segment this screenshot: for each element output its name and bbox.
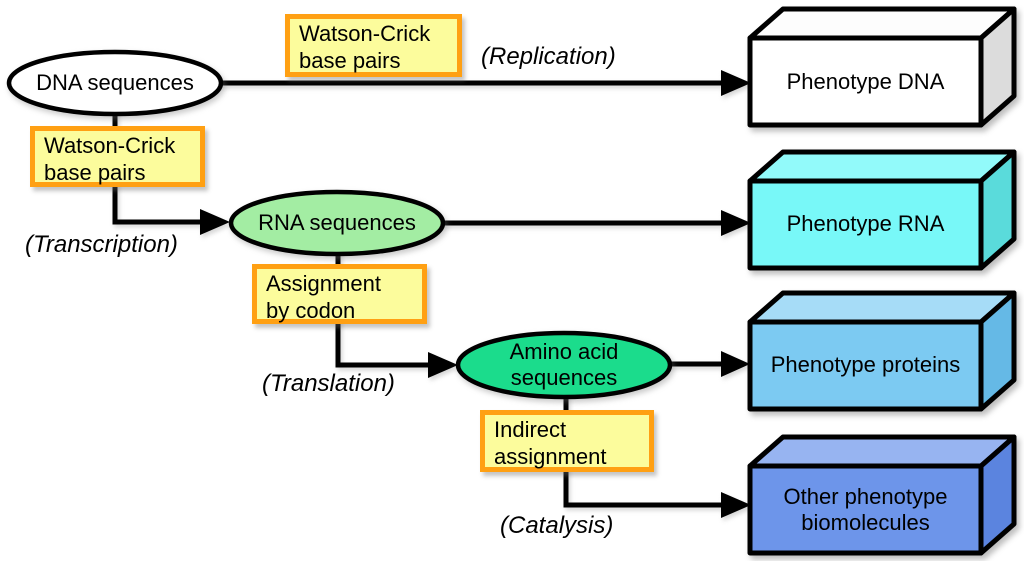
assignment-by-codon-box: Assignment by codon — [252, 264, 427, 324]
indirect-assignment-box: Indirect assignment — [480, 410, 654, 472]
amino-acid-line2: sequences — [510, 365, 618, 390]
watson-crick-left-line2: base pairs — [44, 160, 146, 185]
amino-acid-sequences-label: Amino acid sequences — [458, 339, 670, 391]
replication-arrow — [215, 70, 751, 96]
replication-label: (Replication) — [481, 43, 616, 70]
other-phenotype-biomolecules-label: Other phenotype biomolecules — [750, 484, 981, 536]
amino-to-phenotype-arrow — [664, 351, 750, 377]
other-phenotype-line2: biomolecules — [801, 510, 930, 535]
rna-to-phenotype-arrow — [438, 210, 751, 236]
phenotype-dna-label: Phenotype DNA — [786, 69, 945, 94]
watson-crick-left-line1: Watson-Crick — [44, 133, 176, 158]
other-phenotype-biomolecules-box — [747, 434, 1017, 556]
rna-sequences-ellipse — [228, 189, 446, 257]
assignment-by-codon-line1: Assignment — [266, 271, 381, 296]
indirect-assignment-line1: Indirect — [494, 417, 567, 442]
assignment-by-codon-line2: by codon — [266, 298, 356, 323]
phenotype-proteins-box — [747, 290, 1017, 412]
other-phenotype-line1: Other phenotype — [783, 484, 948, 509]
phenotype-rna-box — [747, 149, 1017, 271]
catalysis-label: (Catalysis) — [500, 512, 614, 539]
watson-crick-box-top: Watson-Crick base pairs — [285, 14, 462, 77]
amino-acid-line1: Amino acid — [509, 339, 619, 364]
transcription-label: (Transcription) — [25, 231, 178, 258]
watson-crick-top-line2: base pairs — [299, 48, 401, 73]
rna-sequences-label: RNA sequences — [258, 210, 416, 235]
phenotype-dna-box — [747, 6, 1017, 128]
watson-crick-top-line1: Watson-Crick — [299, 21, 431, 46]
phenotype-rna-label: Phenotype RNA — [786, 211, 945, 236]
dna-sequences-ellipse — [6, 49, 224, 117]
amino-acid-sequences-ellipse — [455, 330, 673, 400]
watson-crick-box-left: Watson-Crick base pairs — [30, 126, 205, 187]
phenotype-proteins-label: Phenotype proteins — [770, 352, 961, 377]
indirect-assignment-line2: assignment — [494, 444, 607, 469]
translation-label: (Translation) — [262, 370, 395, 397]
dna-sequences-label: DNA sequences — [36, 70, 194, 95]
